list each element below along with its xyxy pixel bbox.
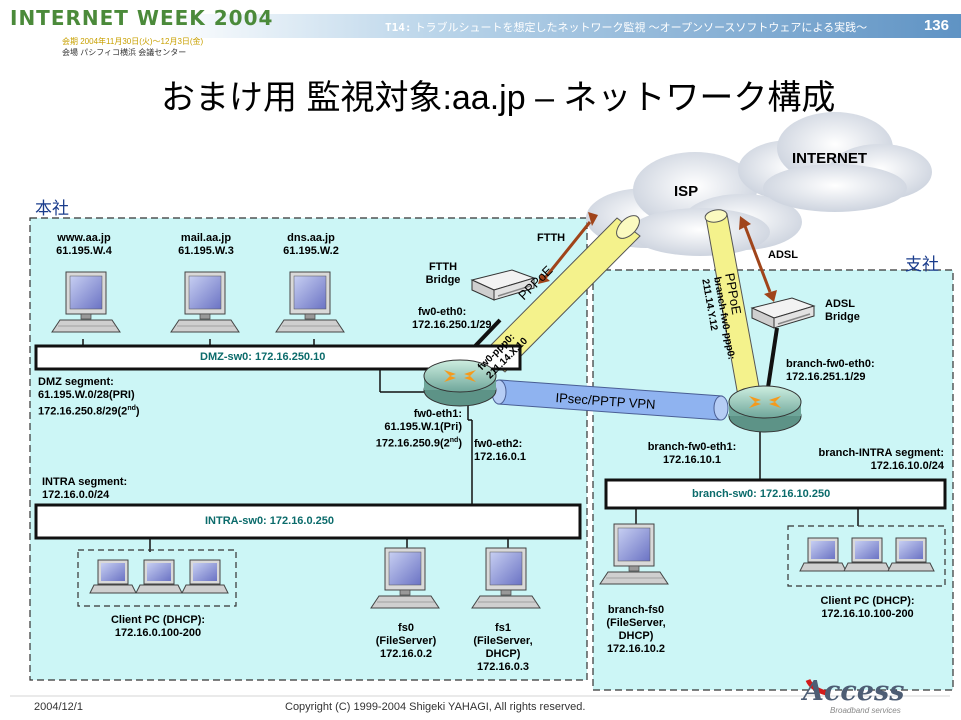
isp-label: ISP — [674, 183, 699, 200]
fs0-label: fs0(FileServer)172.16.0.2 — [375, 622, 437, 660]
branch-intra-segment-label: branch-INTRA segment:172.16.10.0/24 — [818, 447, 945, 472]
internet-cloud — [738, 112, 932, 212]
page-number: 136 — [923, 17, 949, 34]
pppoe-tunnel-hq — [481, 215, 641, 373]
dmz-switch — [34, 344, 522, 371]
branch-client-group — [787, 525, 946, 587]
fs1-label: fs1(FileServer,DHCP)172.16.0.3 — [473, 622, 533, 673]
hq-label: 本社 — [35, 199, 69, 218]
ftth-label: FTTH — [537, 232, 566, 244]
event-venue: 会場 パシフィコ横浜 会議センター — [62, 48, 187, 57]
adsl-label: ADSL — [768, 249, 798, 261]
fw0-eth2-label: fw0-eth2:172.16.0.1 — [474, 438, 526, 463]
slide-header: INTERNET WEEK 2004 会期 2004年11月30日(火)～12月… — [0, 0, 961, 58]
event-dates: 会期 2004年11月30日(火)～12月3日(金) — [62, 37, 204, 46]
header-band — [160, 14, 961, 38]
event-info: 会期 2004年11月30日(火)～12月3日(金) 会場 パシフィコ横浜 会議… — [62, 36, 203, 58]
branch-fw0-router-icon — [728, 385, 802, 433]
branch-label: 支社 — [905, 255, 939, 274]
brand-swoosh — [805, 678, 831, 697]
adsl-arrow — [739, 216, 777, 302]
intra-segment-label: INTRA segment:172.16.0.0/24 — [42, 476, 128, 501]
branch-switch — [604, 478, 947, 510]
session-code: T14: — [385, 21, 412, 34]
hq-client-label: Client PC (DHCP):172.16.0.100-200 — [110, 614, 206, 639]
branch-fw0-eth1-label: branch-fw0-eth1:172.16.10.1 — [647, 441, 737, 466]
dmz-switch-label: DMZ-sw0: 172.16.250.10 — [200, 351, 326, 363]
footer-copyright: Copyright (C) 1999-2004 Shigeki YAHAGI, … — [285, 701, 586, 713]
fw0-eth0-label: fw0-eth0:172.16.250.1/29 — [412, 306, 492, 331]
ftth-arrow — [538, 212, 598, 284]
intra-switch-label: INTRA-sw0: 172.16.0.250 — [205, 515, 335, 527]
fw0-eth1-label: fw0-eth1: 61.195.W.1(Pri) 172.16.250.9(2… — [375, 408, 462, 450]
session-name: トラブルシュートを想定したネットワーク監視 ～オープンソースソフトウェアによる実… — [414, 22, 868, 34]
brand-logo: Access — [803, 676, 905, 707]
branch-client-label: Client PC (DHCP):172.16.10.100-200 — [820, 595, 915, 620]
branch-fw0-eth0-link — [765, 327, 779, 395]
event-logo: INTERNET WEEK 2004 — [10, 6, 274, 30]
brand-tagline: Broadband services — [830, 706, 901, 715]
hq-client-group — [77, 549, 237, 607]
footer-date: 2004/12/1 — [34, 701, 83, 713]
session-title: T14: トラブルシュートを想定したネットワーク監視 ～オープンソースソフトウェ… — [385, 19, 867, 35]
branch-fw0-eth0-label: branch-fw0-eth0:172.16.251.1/29 — [786, 358, 875, 383]
branch-switch-label: branch-sw0: 172.16.10.250 — [692, 488, 831, 500]
intra-switch — [34, 503, 582, 540]
dmz-segment-label: DMZ segment: 61.195.W.0/28(PRI) 172.16.2… — [38, 376, 140, 418]
slide-title: おまけ用 監視対象:aa.jp – ネットワーク構成 — [161, 79, 836, 117]
internet-label: INTERNET — [792, 150, 867, 167]
branch-fs0-label: branch-fs0(FileServer,DHCP)172.16.10.2 — [606, 604, 666, 655]
